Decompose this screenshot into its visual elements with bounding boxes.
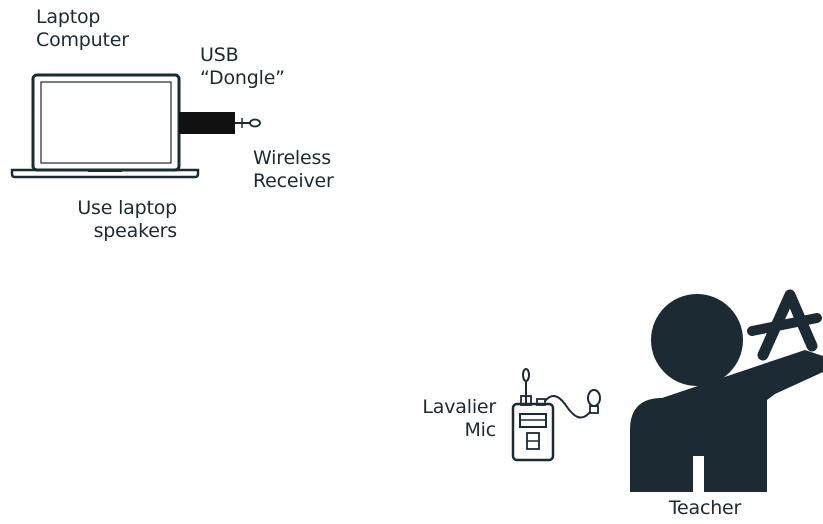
usb-dongle-label: USB “Dongle” <box>200 44 285 90</box>
usb-dongle-icon <box>179 112 235 134</box>
speakers-label-line-2: speakers <box>93 220 178 242</box>
laptop-label-line-2: Computer <box>36 29 129 51</box>
lavalier-mic-label-line-2: Mic <box>464 419 496 441</box>
laptop-icon <box>10 73 200 179</box>
speakers-label: Use laptop speakers <box>62 197 177 243</box>
wireless-receiver-icon <box>235 118 261 128</box>
usb-dongle-label-line-2: “Dongle” <box>200 67 285 89</box>
usb-dongle-label-line-1: USB <box>200 44 239 66</box>
teacher-label: Teacher <box>668 497 742 519</box>
laptop-label-line-1: Laptop <box>36 6 101 28</box>
lavalier-mic-label: Lavalier Mic <box>408 396 496 442</box>
lavalier-mic-icon <box>511 368 601 462</box>
laptop-label: Laptop Computer <box>36 6 129 52</box>
wireless-receiver-label-line-2: Receiver <box>253 170 334 192</box>
wireless-receiver-label-line-1: Wireless <box>253 147 331 169</box>
speakers-label-line-1: Use laptop <box>77 197 177 219</box>
teacher-icon <box>630 289 823 492</box>
lavalier-mic-label-line-1: Lavalier <box>422 396 496 418</box>
wireless-receiver-label: Wireless Receiver <box>253 147 334 193</box>
